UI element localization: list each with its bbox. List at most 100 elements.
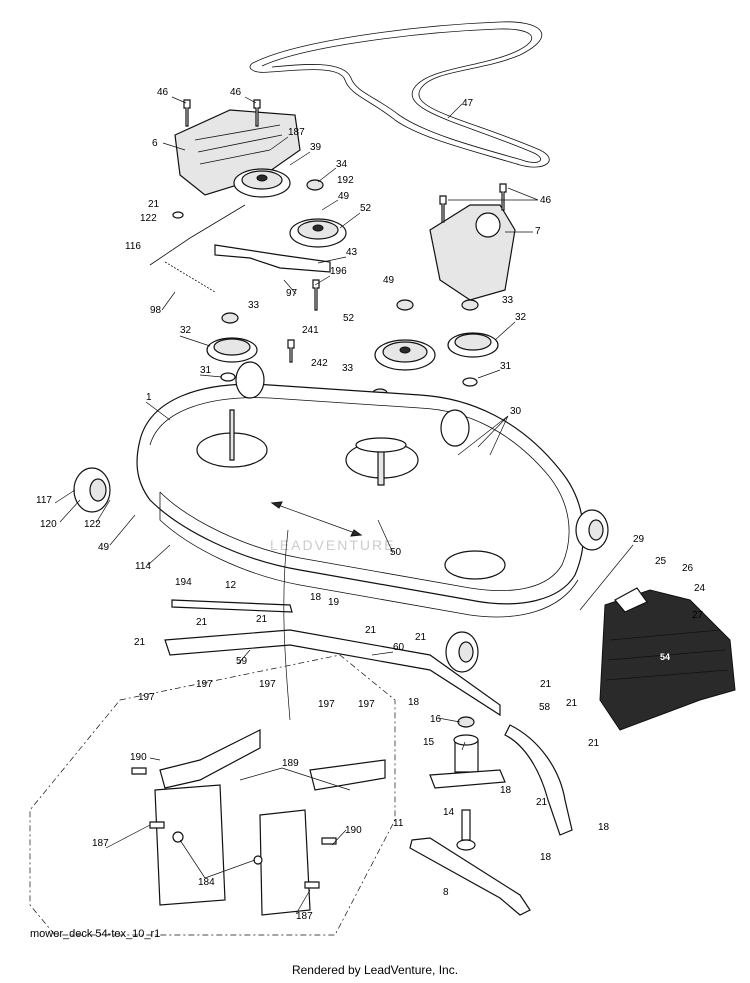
callout-60: 60 (393, 642, 405, 653)
callout-113: 114 (135, 561, 151, 572)
callout-18-b: 18 (500, 785, 512, 796)
cutting-blade (409, 837, 531, 916)
callout-21-g: 21 (540, 679, 552, 690)
callout-49-c: 49 (98, 542, 110, 553)
callout-241: 241 (302, 325, 319, 336)
callout-13: 14 (443, 807, 455, 818)
callout-19: 19 (328, 597, 340, 608)
callout-18-a: 18 (408, 697, 420, 708)
callout-189: 189 (282, 758, 299, 769)
callout-21-j: 21 (536, 797, 548, 808)
callout-14: 15 (423, 737, 435, 748)
callout-242: 242 (311, 358, 328, 369)
callout-18-d: 18 (540, 852, 552, 863)
callout-122: 122 (140, 213, 157, 224)
callout-21-d: 21 (365, 625, 377, 636)
callout-11: 11 (393, 818, 404, 829)
callout-197-e: 197 (358, 699, 375, 710)
callout-97: 97 (286, 288, 298, 299)
callout-6: 6 (152, 138, 158, 149)
callout-120: 122 (84, 519, 101, 530)
deck-housing: LEADVENTURE (136, 383, 585, 618)
callout-16: 18 (310, 592, 322, 603)
idler-pulley-52-center (374, 339, 436, 371)
callout-116: 117 (36, 495, 52, 506)
callout-197-d: 197 (318, 699, 335, 710)
callout-29: 29 (633, 534, 645, 545)
callout-52-b: 52 (343, 313, 355, 324)
callout-184: 184 (198, 877, 215, 888)
callout-21-a: 21 (148, 199, 160, 210)
left-belt-cover (174, 109, 301, 196)
callout-197-a: 197 (138, 692, 155, 703)
callout-7: 7 (535, 226, 541, 237)
detail-inset-boundary (29, 654, 396, 936)
callout-21-h: 21 (566, 698, 578, 709)
idler-arm (214, 244, 331, 273)
callout-187-a: 187 (92, 838, 109, 849)
diagram-id: mower_deck 54-tex_10_r1 (30, 928, 161, 940)
callout-43: 43 (346, 247, 358, 258)
callout-21-f: 21 (415, 632, 427, 643)
spindle-pulley-32-right (447, 332, 499, 358)
rendered-by-credit: Rendered by LeadVenture, Inc. (291, 963, 459, 977)
callout-49-b: 49 (383, 275, 395, 286)
inset-brackets (131, 729, 386, 916)
callout-labels: 46 46 46 47 6 187 39 34 192 49 52 7 21 1… (36, 87, 706, 922)
callout-8: 8 (443, 887, 449, 898)
callout-33-c: 33 (342, 363, 354, 374)
callout-52-a: 52 (360, 203, 372, 214)
spindle-assembly (429, 716, 506, 851)
deck-badge: 54 (660, 652, 670, 662)
callout-46-a: 46 (157, 87, 169, 98)
callout-21-c: 21 (256, 614, 268, 625)
callout-46-c: 46 (540, 195, 552, 206)
callout-46-b: 46 (230, 87, 242, 98)
callout-197-c: 197 (259, 679, 276, 690)
callout-58: 58 (539, 702, 551, 713)
callout-114: 116 (125, 241, 141, 252)
callout-18-c: 18 (598, 822, 610, 833)
callout-21-e: 21 (134, 637, 146, 648)
idler-pulley-39 (233, 168, 291, 198)
callout-27: 27 (692, 610, 704, 621)
callout-196: 196 (330, 266, 347, 277)
deck-wheels (73, 361, 609, 673)
callout-50: 50 (390, 547, 402, 558)
callout-190-b: 190 (345, 825, 362, 836)
callout-33-b: 33 (502, 295, 514, 306)
idler-spring (164, 261, 216, 293)
callout-24: 24 (694, 583, 706, 594)
callout-25: 25 (655, 556, 667, 567)
callout-190-a: 190 (130, 752, 147, 763)
drive-link-12 (171, 599, 293, 613)
callout-185: 187 (288, 127, 305, 138)
callout-21-i: 21 (588, 738, 600, 749)
callout-59: 59 (236, 656, 248, 667)
callout-117: 120 (40, 519, 57, 530)
callout-192: 192 (337, 175, 354, 186)
callout-47: 47 (462, 98, 474, 109)
leader-lines (54, 96, 634, 915)
callout-98: 98 (150, 305, 162, 316)
callout-49-a: 49 (338, 191, 350, 202)
baffle-58 (504, 724, 573, 836)
callout-31-a: 31 (200, 365, 212, 376)
discharge-chute: 54 (599, 587, 736, 731)
deck-watermark: LEADVENTURE (270, 537, 395, 553)
callout-39: 39 (310, 142, 322, 153)
idler-pulley-52-upper (289, 218, 347, 248)
callout-12: 12 (225, 580, 237, 591)
drive-belt (249, 21, 550, 168)
callout-21-b: 21 (196, 617, 208, 628)
callout-32-a: 32 (180, 325, 192, 336)
callout-194: 194 (175, 577, 192, 588)
callout-197-b: 197 (196, 679, 213, 690)
callout-30: 30 (510, 406, 522, 417)
callout-15: 16 (430, 714, 442, 725)
spindle-pulley-32-left (206, 337, 258, 363)
callout-187-b: 187 (296, 911, 313, 922)
front-hanger-bracket (164, 629, 501, 717)
callout-1: 1 (146, 392, 152, 403)
